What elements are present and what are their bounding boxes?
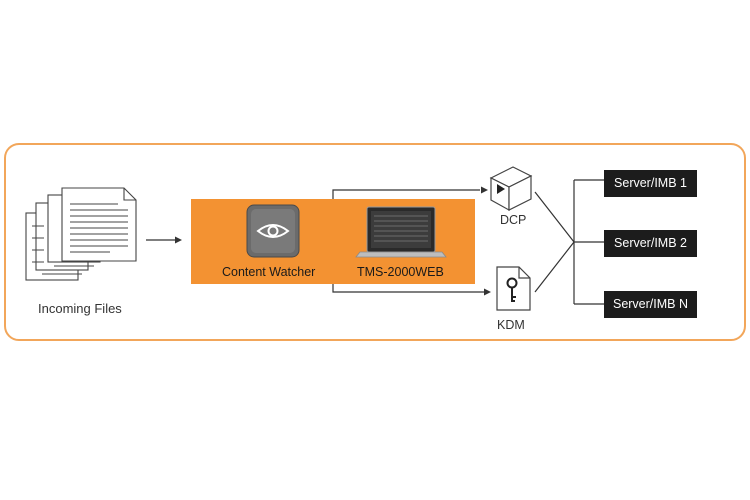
content-watcher-label: Content Watcher [222,265,316,279]
server-imb-1-box: Server/IMB 1 [604,170,697,197]
tms-label: TMS-2000WEB [357,265,444,279]
laptop-icon [355,206,447,258]
hub-connectors [534,179,604,305]
server-imb-n-box: Server/IMB N [604,291,697,318]
documents-stack-icon [25,187,137,281]
process-connectors [332,189,484,293]
key-document-icon [496,266,531,311]
incoming-arrow [146,236,182,244]
incoming-files-label: Incoming Files [38,301,122,316]
server-imb-2-box: Server/IMB 2 [604,230,697,257]
kdm-label: KDM [497,318,525,332]
dcp-label: DCP [500,213,527,227]
dcp-arrowhead [481,186,488,194]
eye-icon [246,204,300,258]
kdm-arrowhead [484,288,491,296]
dcp-package-icon [489,166,533,212]
